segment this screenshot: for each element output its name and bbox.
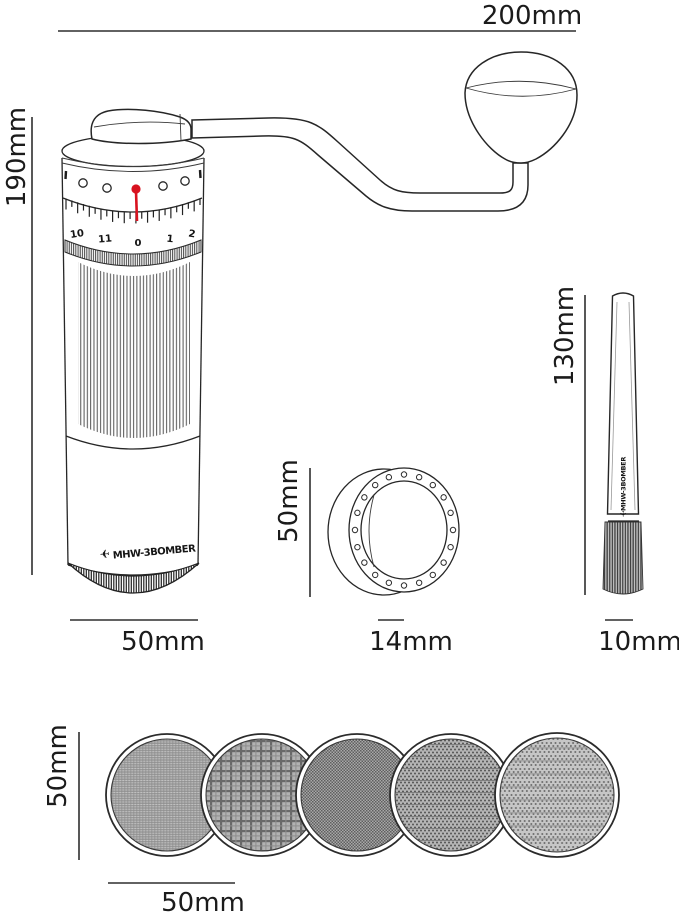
disc-row xyxy=(105,732,620,858)
dim-10mm-label: 10mm xyxy=(598,627,679,657)
handle-facet-line xyxy=(628,301,636,511)
dial-hole xyxy=(180,176,190,186)
knob-rim-back xyxy=(465,80,577,90)
grinder-left-edge xyxy=(61,157,69,566)
dimension-14mm: 14mm xyxy=(369,619,453,657)
scale-band-top-arc xyxy=(62,197,203,213)
dim-200mm-label: 200mm xyxy=(482,1,582,31)
mesh-disc-3 xyxy=(295,733,419,857)
dial-hole xyxy=(102,183,112,193)
brush-drawing: MHW-3BOMBER ✈ xyxy=(602,292,644,595)
brush-brand-text: MHW-3BOMBER xyxy=(619,457,627,511)
ring-inner-wall-arc xyxy=(368,494,375,568)
bomber-plane-icon: ✈ xyxy=(619,511,628,518)
dim-discs-width-label: 50mm xyxy=(161,888,245,915)
mesh-disc-2 xyxy=(200,733,324,857)
dimension-discs-height-50mm: 50mm xyxy=(43,724,80,860)
dimension-130mm: 130mm xyxy=(550,286,586,595)
dial-hole xyxy=(158,181,168,191)
dial-number: 1 xyxy=(166,234,174,246)
handle-facet-line xyxy=(610,301,618,511)
dimension-10mm: 10mm xyxy=(598,619,679,657)
grinder-drawing: 10 11 0 1 2 ✈ MHW-3BOMBER xyxy=(61,134,205,594)
mount-socket-line xyxy=(179,113,182,142)
brush-logo: MHW-3BOMBER xyxy=(619,457,627,511)
ring-holes xyxy=(351,471,457,589)
dim-ring-50mm-label: 50mm xyxy=(274,459,304,543)
mount-top-face-line xyxy=(93,121,186,128)
dim-discs-height-label: 50mm xyxy=(43,724,73,808)
crank-arm-assembly xyxy=(90,51,578,212)
mesh-disc-4 xyxy=(389,733,513,857)
dial-number: 11 xyxy=(98,233,113,245)
ring-drawing xyxy=(327,467,460,596)
cap-rim-line xyxy=(61,157,205,167)
ribbed-section xyxy=(78,262,190,438)
dial-pointer-dot xyxy=(131,184,141,194)
knob-rim-front xyxy=(465,87,577,97)
dimension-190mm: 190mm xyxy=(2,107,33,575)
ring-front-inner xyxy=(360,480,448,580)
dim-14mm-label: 14mm xyxy=(369,627,453,657)
dial-hole xyxy=(78,178,88,188)
dimension-200mm: 200mm xyxy=(58,1,582,32)
knurled-band xyxy=(64,239,202,267)
dimension-grinder-50mm: 50mm xyxy=(70,619,205,657)
crank-knob xyxy=(464,51,578,164)
dimension-ring-50mm: 50mm xyxy=(274,459,311,597)
dial-number: 10 xyxy=(69,228,85,241)
dimension-discs-width-50mm: 50mm xyxy=(108,882,245,915)
dial-number: 0 xyxy=(135,238,142,249)
dial-edge-mark xyxy=(198,169,202,179)
mesh-disc-5 xyxy=(494,732,620,858)
dial-edge-mark xyxy=(64,170,68,180)
dim-130mm-label: 130mm xyxy=(550,286,580,386)
dim-grinder-50mm-label: 50mm xyxy=(121,627,205,657)
grinder-right-edge xyxy=(197,157,205,566)
brush-bristles xyxy=(602,521,644,595)
brush-handle xyxy=(606,292,640,515)
bottom-knurled-cap xyxy=(67,562,200,594)
crank-mount-knob xyxy=(90,108,192,145)
body-separator-arc xyxy=(65,435,201,450)
dial-number: 2 xyxy=(188,228,197,240)
dim-190mm-label: 190mm xyxy=(2,107,32,207)
bomber-plane-icon: ✈ xyxy=(99,547,110,562)
dial-pointer-line xyxy=(134,190,139,222)
svg-text:✈: ✈ xyxy=(619,511,628,518)
cap-rim-line xyxy=(61,162,205,172)
